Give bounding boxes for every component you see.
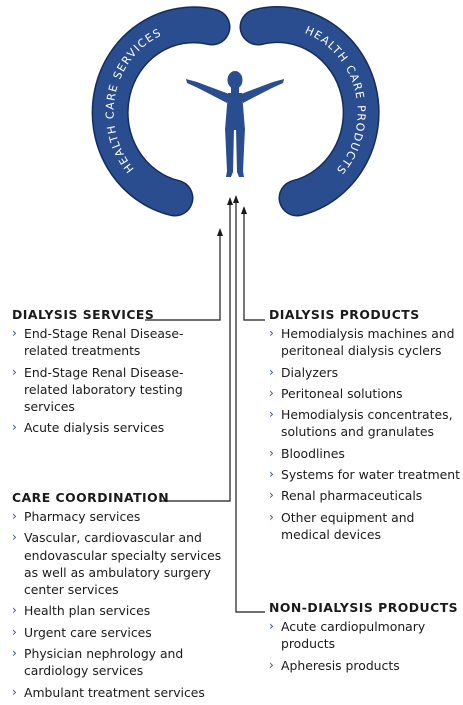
list-item-label: Pharmacy services	[24, 509, 141, 524]
list-item-label: Renal pharmaceuticals	[281, 488, 423, 504]
list-item-label: Acute cardiopulmonary products	[281, 619, 426, 652]
right-arc-fill	[241, 7, 379, 215]
non-dialysis-products-title: NON-DIALYSIS PRODUCTS	[269, 600, 459, 615]
list-item: › Pharmacy services	[12, 508, 227, 525]
list-item: › Physician nephrology and cardiology ser…	[12, 645, 227, 680]
bullet-chevron-icon: ›	[12, 420, 17, 435]
list-item-label: Bloodlines	[281, 445, 345, 461]
list-item-label: End-Stage Renal Disease-related laborato…	[24, 364, 184, 415]
list-item-label: Dialyzers	[281, 364, 339, 380]
list-item-label: Ambulant treatment services	[24, 684, 205, 700]
list-item: › Peritoneal solutions	[269, 385, 463, 402]
dialysis-products-section: DIALYSIS PRODUCTS › Hemodialysis machines…	[269, 307, 463, 547]
list-item-label: Vascular, cardiovascular and endovascula…	[24, 530, 222, 598]
list-item: › Systems for water treatment	[269, 466, 463, 483]
connector-non-dialysis-products	[235, 201, 265, 613]
list-item: › Acute dialysis services	[12, 419, 222, 436]
care-coordination-list: › Pharmacy services › Vascular, cardiovasc…	[12, 508, 227, 701]
list-item: › End-Stage Renal Disease-related treatme…	[12, 325, 222, 360]
list-item-label: Apheresis products	[281, 657, 400, 673]
list-item: › Renal pharmaceuticals	[269, 487, 463, 504]
bullet-chevron-icon: ›	[269, 326, 274, 340]
list-item: › Vascular, cardiovascular and endovascul…	[12, 529, 227, 598]
connector-dialysis-services	[145, 234, 221, 321]
list-item: › Dialyzers	[269, 364, 463, 381]
health-care-services-arc: HEALTH CARE SERVICES	[91, 6, 231, 217]
left-arc-fill	[93, 7, 229, 215]
dialysis-services-title: DIALYSIS SERVICES	[12, 307, 155, 322]
bullet-chevron-icon: ›	[12, 646, 17, 661]
connector-lines	[145, 201, 265, 613]
dialysis-products-title: DIALYSIS PRODUCTS	[269, 307, 420, 322]
arrow-heads	[217, 195, 247, 236]
list-item: › End-Stage Renal Disease-related laborat…	[12, 364, 222, 416]
bullet-chevron-icon: ›	[12, 684, 17, 699]
connector-dialysis-products	[243, 212, 265, 321]
bullet-chevron-icon: ›	[12, 530, 17, 545]
list-item: › Urgent care services	[12, 624, 227, 641]
arrow-up-icon	[217, 228, 223, 236]
list-item-label: Acute dialysis services	[24, 420, 165, 436]
arrow-up-icon	[227, 197, 233, 205]
list-item: › Other equipment and medical devices	[269, 509, 463, 544]
bullet-chevron-icon: ›	[269, 657, 274, 672]
list-item: › Bloodlines	[269, 445, 463, 462]
care-coordination-title: CARE COORDINATION	[12, 490, 170, 505]
list-item: › Ambulant treatment services	[12, 684, 227, 701]
list-item-label: Peritoneal solutions	[281, 385, 403, 401]
dialysis-products-list: › Hemodialysis machines and peritoneal di…	[269, 325, 463, 543]
dialysis-services-section: DIALYSIS SERVICES › End-Stage Renal Disea…	[12, 307, 222, 441]
list-item-label: Systems for water treatment	[281, 467, 460, 483]
list-item-label: Hemodialysis concentrates, solutions and…	[281, 407, 453, 440]
bullet-chevron-icon: ›	[12, 326, 17, 340]
non-dialysis-products-list: › Acute cardiopulmonary products › Apheres…	[269, 618, 463, 674]
connector-care-coordination	[160, 203, 231, 502]
care-coordination-section: CARE COORDINATION › Pharmacy services › Va…	[12, 490, 227, 705]
health-care-products-arc: HEALTH CARE PRODUCTS	[239, 6, 380, 217]
bullet-chevron-icon: ›	[12, 624, 17, 639]
bullet-chevron-icon: ›	[269, 445, 274, 460]
bullet-chevron-icon: ›	[269, 407, 274, 422]
bullet-chevron-icon: ›	[12, 364, 17, 379]
dialysis-services-list: › End-Stage Renal Disease-related treatme…	[12, 325, 222, 437]
list-item-label: End-Stage Renal Disease-related treatmen…	[24, 326, 184, 359]
list-item: › Hemodialysis concentrates, solutions an…	[269, 406, 463, 441]
human-figure-icon	[186, 71, 284, 177]
bullet-chevron-icon: ›	[269, 467, 274, 482]
arrow-up-icon	[233, 195, 239, 203]
arrow-up-icon	[241, 206, 247, 214]
list-item-label: Hemodialysis machines and peritoneal dia…	[281, 326, 455, 359]
list-item: › Hemodialysis machines and peritoneal di…	[269, 325, 463, 360]
list-item-label: Health plan services	[24, 603, 151, 619]
bullet-chevron-icon: ›	[269, 488, 274, 503]
bullet-chevron-icon: ›	[269, 364, 274, 379]
bullet-chevron-icon: ›	[269, 509, 274, 524]
list-item: › Apheresis products	[269, 657, 463, 674]
list-item-label: Urgent care services	[24, 624, 152, 640]
list-item-label: Other equipment and medical devices	[281, 509, 415, 542]
bullet-chevron-icon: ›	[269, 385, 274, 400]
bullet-chevron-icon: ›	[269, 619, 274, 633]
non-dialysis-products-section: NON-DIALYSIS PRODUCTS › Acute cardiopulmo…	[269, 600, 463, 678]
list-item: › Acute cardiopulmonary products	[269, 618, 463, 653]
bullet-chevron-icon: ›	[12, 603, 17, 618]
list-item-label: Physician nephrology and cardiology serv…	[24, 646, 184, 679]
list-item: › Health plan services	[12, 602, 227, 619]
bullet-chevron-icon: ›	[12, 509, 17, 523]
